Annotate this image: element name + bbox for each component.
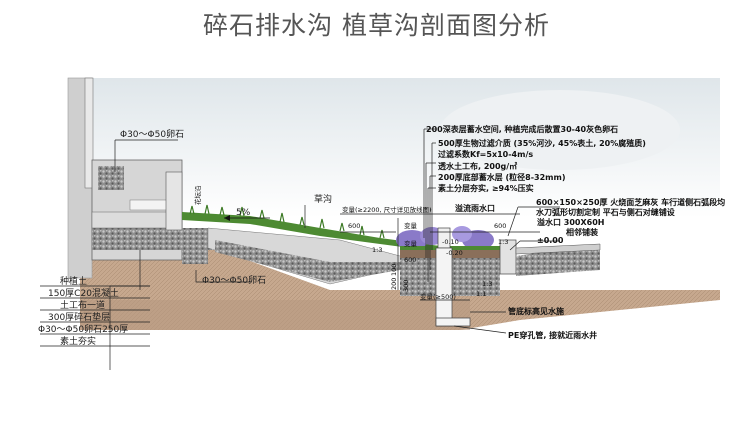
dim-300: 300: [402, 280, 410, 292]
pebble-trench: [182, 228, 208, 264]
left-layer-note: 素土夯实: [60, 335, 96, 347]
right-paving-base: [516, 248, 600, 276]
dim-var-a: 变量: [404, 221, 418, 230]
dim-100: 100: [390, 264, 398, 276]
dim-ratio-c: 1:3: [482, 280, 492, 288]
drain-pipe-left: [129, 199, 171, 211]
left-leaders: [40, 139, 250, 370]
left-layer-notes: 种植土 150厚C20混凝土 土工布一道 300厚碎石垫层 Φ30～Φ50卵石2…: [38, 275, 128, 347]
left-layer-note: 300厚碎石垫层: [48, 311, 110, 323]
grass-strip: [182, 204, 440, 252]
slope-arrowhead: [224, 215, 230, 221]
dim-600-a: 600: [348, 222, 360, 230]
label-pe-pipe: PE穿孔管, 接就近雨水井: [508, 330, 597, 340]
label-zero-level: ±0.00: [537, 236, 564, 245]
right-layer-notes: 200深表层蓄水空间, 种植完成后散置30-40灰色卵石 500厚生物过滤介质 …: [426, 124, 646, 193]
dimension-lines: [304, 205, 520, 301]
page-title: 碎石排水沟 植草沟剖面图分析: [203, 11, 550, 40]
layer-note: 过滤系数Kf=5x10-4m/s: [438, 149, 533, 159]
gravel-slope: [215, 240, 400, 282]
layer-note: 200厚底部蓄水层 (粒径8-32mm): [438, 172, 566, 182]
label-pebble-top: Φ30～Φ50卵石: [120, 129, 184, 140]
dim-600-c: 600: [404, 256, 416, 264]
pebble-fill-top: [98, 166, 124, 190]
layer-note: 200深表层蓄水空间, 种植完成后散置30-40灰色卵石: [426, 124, 618, 134]
right-leaders: [423, 128, 560, 334]
dim-var-width: 变量(≥2200, 尺寸详见放线图): [342, 205, 432, 214]
label-overflow-size: 溢水口 300X60H: [537, 217, 604, 227]
left-layer-note: Φ30～Φ50卵石250厚: [38, 324, 128, 335]
dim-200: 200: [390, 278, 398, 290]
dim-ratio-d: 1:1: [476, 290, 486, 298]
left-layer-note: 150厚C20混凝土: [48, 287, 119, 299]
label-curb: 花坛沿: [193, 185, 202, 205]
curb-stone: [165, 171, 183, 231]
curb-note-box: 600×150×250厚 火烧面芝麻灰 车行道侧石弧段均水刀弧形切割定制 平石与…: [536, 198, 726, 217]
label-pebble-bottom: Φ30～Φ50卵石: [202, 275, 266, 286]
dim-ratio-b: 1:3: [498, 238, 508, 246]
layer-note: 500厚生物过滤介质 (35%河沙, 45%表土, 20%腐殖质): [438, 138, 646, 148]
pe-perforated-pipe: [435, 247, 453, 327]
right-paving: [515, 243, 601, 255]
dim-600-b: 600: [494, 222, 506, 230]
dim-m010: -0.10: [442, 238, 459, 246]
label-pipe-bottom: 管底标高见水施: [508, 306, 564, 316]
curb-note: 600×150×250厚 火烧面芝麻灰 车行道侧石弧段均水刀弧形切割定制 平石与…: [536, 198, 726, 217]
dim-var-b: 变量: [404, 239, 418, 248]
dim-m020: -0.20: [446, 249, 463, 257]
label-slope: 5%: [236, 208, 251, 218]
layer-note: 素土分层夯实, ≥94%压实: [438, 183, 534, 193]
cloud: [440, 90, 680, 170]
downpipe: [84, 77, 94, 189]
layer-note: 透水土工布, 200g/㎡: [438, 161, 517, 171]
left-layer-note: 种植土: [60, 275, 87, 287]
label-adjacent-paving: 相邻铺装: [566, 227, 598, 237]
left-layer-note: 土工布一道: [60, 299, 105, 311]
label-grass-ditch: 草沟: [314, 193, 332, 205]
label-spillway: 溢流雨水口: [455, 203, 495, 213]
dim-ratio-a: 1:3: [372, 246, 382, 254]
soil-layer: [80, 300, 470, 330]
dim-var-c: 变量(≥500): [420, 292, 456, 301]
pipe-outlet: [435, 317, 471, 327]
